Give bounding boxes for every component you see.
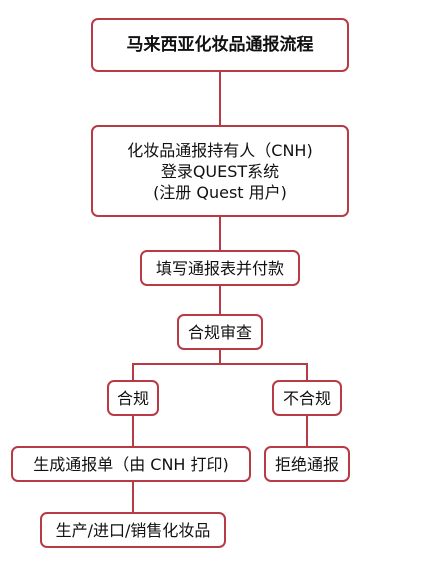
- produce-node: 生产/进口/销售化妆品: [40, 512, 226, 548]
- review-node: 合规审查: [177, 314, 263, 350]
- holder-line-2: 登录QUEST系统: [160, 161, 280, 181]
- compliant-text: 合规: [116, 388, 149, 408]
- title-text: 马来西亚化妆品通报流程: [126, 34, 314, 55]
- review-text: 合规审查: [187, 322, 252, 342]
- generate-node: 生成通报单（由 CNH 打印): [11, 446, 251, 482]
- holder-line-1: 化妆品通报持有人（CNH): [127, 140, 313, 160]
- generate-text: 生成通报单（由 CNH 打印): [33, 454, 229, 474]
- fill-form-text: 填写通报表并付款: [155, 258, 284, 278]
- noncompliant-node: 不合规: [272, 380, 342, 416]
- fill-form-node: 填写通报表并付款: [140, 250, 300, 286]
- holder-line-3: (注册 Quest 用户): [153, 182, 287, 202]
- connector-split-branches: [132, 363, 308, 380]
- compliant-node: 合规: [107, 380, 159, 416]
- noncompliant-text: 不合规: [282, 388, 331, 408]
- reject-text: 拒绝通报: [274, 454, 339, 474]
- reject-node: 拒绝通报: [264, 446, 350, 482]
- title-node: 马来西亚化妆品通报流程: [91, 18, 349, 72]
- produce-text: 生产/进口/销售化妆品: [55, 520, 211, 540]
- holder-node: 化妆品通报持有人（CNH) 登录QUEST系统 (注册 Quest 用户): [91, 125, 349, 217]
